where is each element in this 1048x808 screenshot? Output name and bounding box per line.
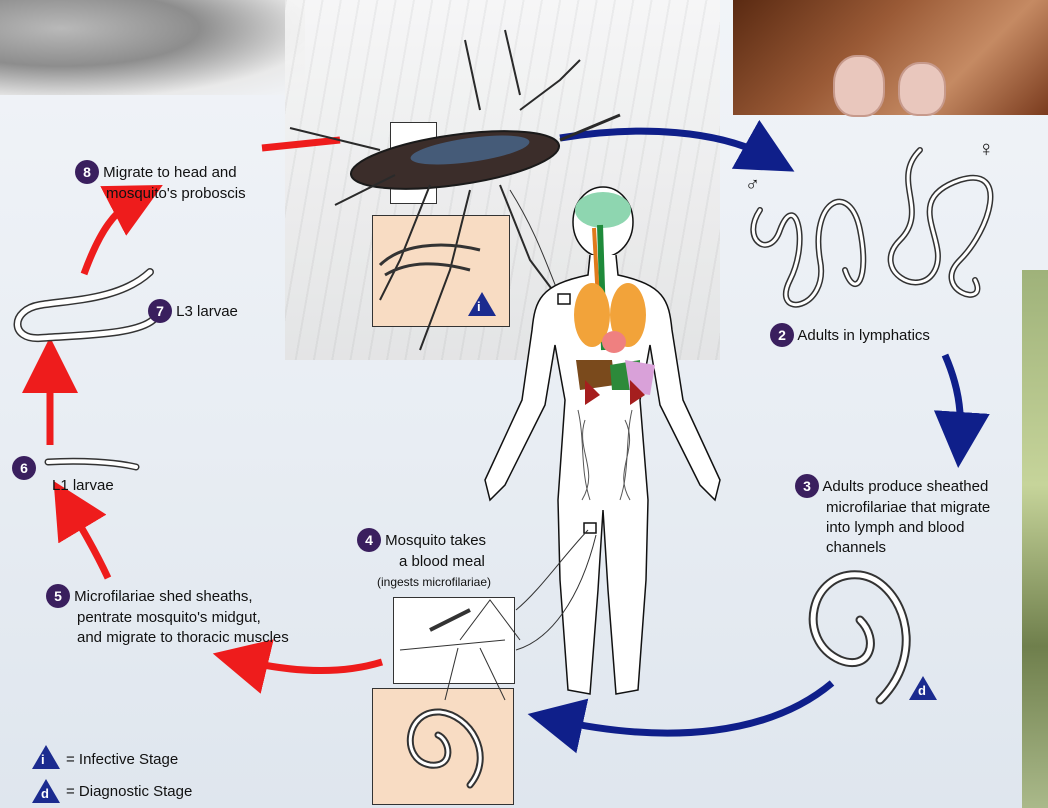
red-arrow-top: [262, 140, 340, 148]
blue-arrow-2: [945, 355, 960, 440]
step-3-line1: Adults produce sheathed: [822, 478, 988, 495]
diagnostic-stage-icon: d: [909, 676, 937, 700]
step-5-badge: 5: [46, 584, 70, 608]
step-5-line1: Microfilariae shed sheaths,: [74, 588, 252, 605]
step-4-badge: 4: [357, 528, 381, 552]
step-8-badge: 8: [75, 160, 99, 184]
step-6-badge: 6: [12, 456, 36, 480]
step-3-line2: microfilariae that migrate: [795, 499, 990, 516]
step-5: 5 Microfilariae shed sheaths, pentrate m…: [46, 584, 289, 648]
step-5-line3: and migrate to thoracic muscles: [46, 629, 289, 646]
l1-larva-drawing: [48, 461, 136, 467]
pointer-line-1: [510, 190, 558, 292]
blue-arrow-1: [560, 131, 770, 158]
step-3: 3 Adults produce sheathed microfilariae …: [795, 474, 990, 558]
l3-larva-drawing: [18, 272, 156, 338]
step-3-line3: into lymph and blood: [795, 519, 964, 536]
male-symbol: ♂: [745, 174, 760, 197]
red-arrow-5: [240, 660, 382, 670]
legend-infective-icon: i: [32, 745, 60, 769]
legend-diagnostic-icon: d: [32, 779, 60, 803]
step-4: 4 Mosquito takes a blood meal (ingests m…: [357, 528, 491, 592]
inset-larva-1: [380, 245, 480, 265]
legend-infective-label: = Infective Stage: [66, 750, 178, 770]
inset-microfilaria: [410, 712, 480, 785]
step-7: 7 L3 larvae: [148, 299, 238, 323]
step-7-badge: 7: [148, 299, 172, 323]
blue-arrow-3: [555, 683, 832, 733]
step-6-badge-wrap: 6: [12, 456, 36, 480]
red-arrow-8: [84, 198, 138, 274]
red-arrow-6: [68, 505, 108, 578]
step-4-line2: a blood meal: [357, 553, 485, 570]
female-symbol: ♀: [978, 136, 995, 162]
legend-diagnostic-label: = Diagnostic Stage: [66, 782, 192, 802]
microfilaria-drawing: [813, 575, 906, 700]
step-8-line2: mosquito's proboscis: [75, 185, 246, 202]
body-organs: [574, 192, 655, 405]
infective-stage-icon: i: [468, 292, 496, 316]
step-7-label: L3 larvae: [176, 303, 238, 320]
step-8-line1: Migrate to head and: [103, 164, 236, 181]
step-2-badge: 2: [770, 323, 794, 347]
step-5-line2: pentrate mosquito's midgut,: [46, 609, 261, 626]
step-2: 2 Adults in lymphatics: [770, 323, 930, 347]
step-3-badge: 3: [795, 474, 819, 498]
step-2-label: Adults in lymphatics: [797, 327, 930, 344]
step-8: 8 Migrate to head and mosquito's probosc…: [75, 160, 246, 204]
feeding-mosquito: [400, 600, 520, 700]
step-6-label: L1 larvae: [52, 476, 114, 496]
step-4-line1: Mosquito takes: [385, 532, 486, 549]
step-3-line4: channels: [795, 539, 886, 556]
step-4-sub: (ingests microfilariae): [357, 575, 491, 589]
